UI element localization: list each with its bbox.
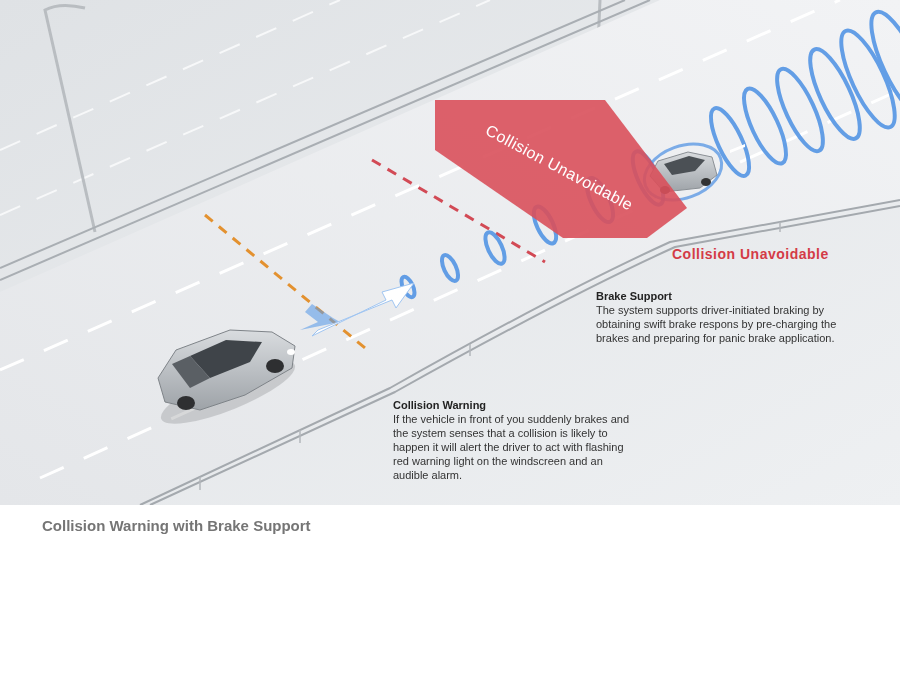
- warning-distance-line: [205, 215, 365, 348]
- background: [0, 0, 900, 505]
- section-heading: Collision Warning: [393, 399, 653, 413]
- figure-caption: Collision Warning with Brake Support: [42, 517, 311, 534]
- collision-zone-band: Collision Unavoidable: [433, 98, 689, 240]
- ego-car: [154, 330, 301, 436]
- status-label: Collision Unavoidable: [672, 246, 872, 264]
- lane-markings: [0, 0, 900, 478]
- road-surface: [0, 0, 900, 505]
- caption-area: [0, 505, 900, 675]
- section-heading: Brake Support: [596, 290, 856, 304]
- radar-waves: [399, 5, 900, 299]
- section-body: If the vehicle in front of you suddenly …: [393, 413, 641, 483]
- band-fill: [435, 100, 687, 238]
- section-body: The system supports driver-initiated bra…: [596, 304, 846, 346]
- motion-arrow: [300, 283, 414, 336]
